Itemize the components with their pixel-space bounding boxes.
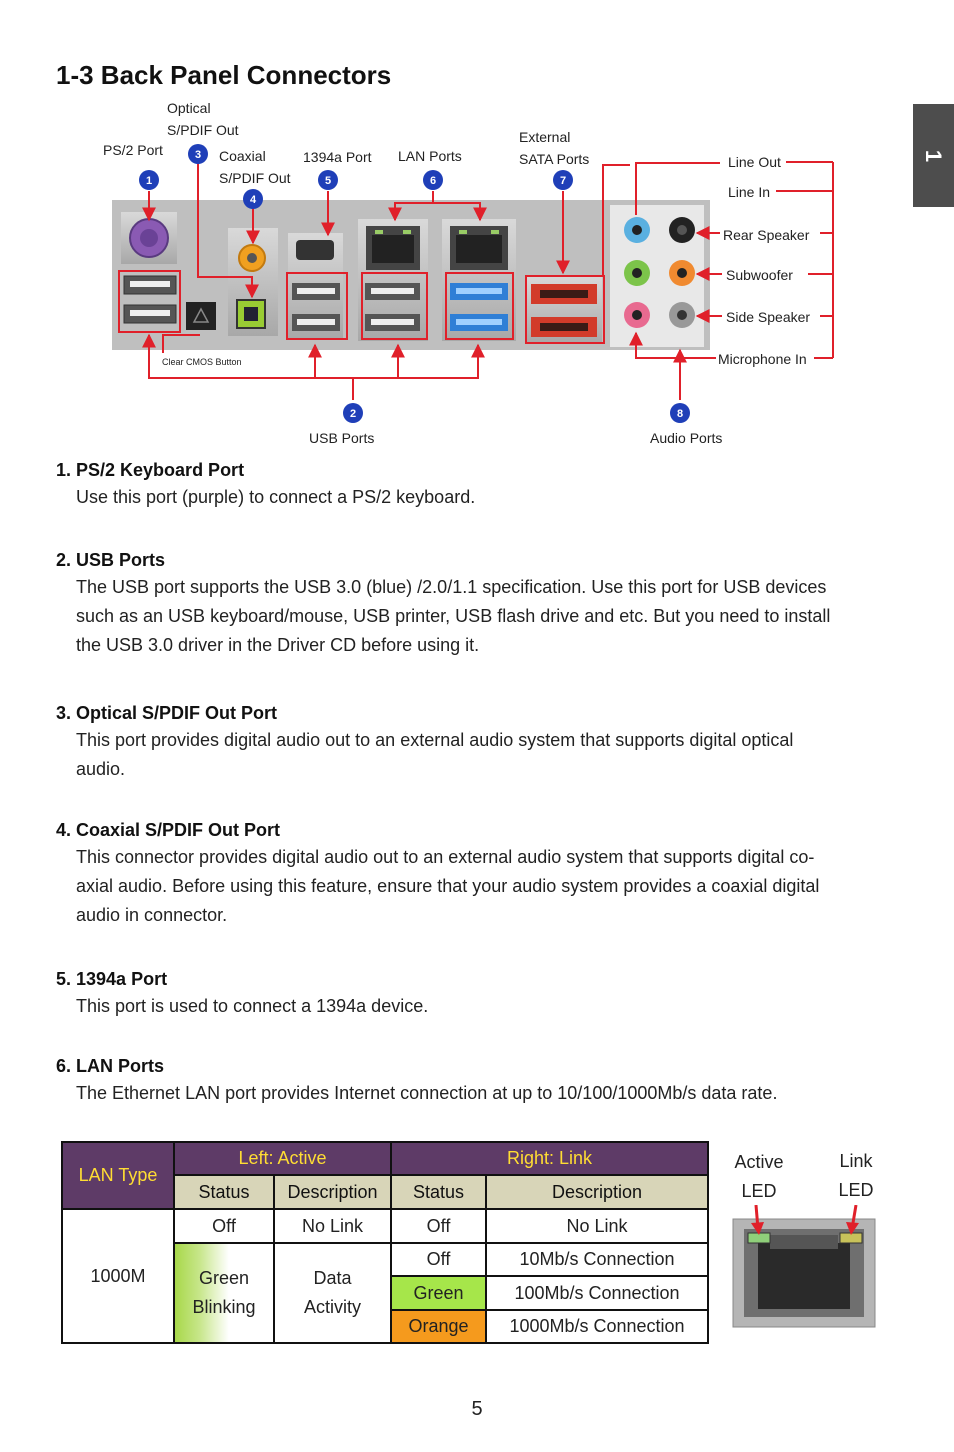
badge-4: [243, 189, 263, 209]
section-1394: 5. 1394a Port This port is used to conne…: [56, 966, 906, 1021]
badge-6: [423, 170, 443, 190]
cell-lan-type: 1000M: [61, 1208, 175, 1344]
label-line-in: Line In: [728, 184, 771, 200]
label-ps2: PS/2 Port: [103, 142, 163, 158]
section-heading: 4. Coaxial S/PDIF Out Port: [56, 820, 281, 840]
section-text: audio in connector.: [76, 905, 228, 925]
section-coaxial: 4. Coaxial S/PDIF Out Port This connecto…: [56, 817, 906, 930]
section-text: such as an USB keyboard/mouse, USB print…: [76, 606, 831, 626]
label-usb: USB Ports: [309, 430, 375, 446]
section-text: axial audio. Before using this feature, …: [76, 876, 820, 896]
badge-5: [318, 170, 338, 190]
svg-text:5: 5: [325, 175, 331, 187]
section-ps2: 1. PS/2 Keyboard Port Use this port (pur…: [56, 457, 906, 512]
svg-text:1: 1: [146, 175, 152, 187]
firewire-port: [296, 240, 334, 260]
cell-description: No Link: [273, 1208, 392, 1244]
header-description: Description: [484, 1174, 710, 1210]
svg-text:4: 4: [250, 194, 257, 206]
cell-description: 10Mb/s Connection: [484, 1242, 710, 1277]
lan-port-illustration: [732, 1205, 876, 1328]
label-audio: Audio Ports: [650, 430, 723, 446]
badge-1: [139, 170, 159, 190]
section-text: The Ethernet LAN port provides Internet …: [76, 1083, 778, 1103]
header-description: Description: [273, 1174, 392, 1210]
page-title: 1-3 Back Panel Connectors: [56, 60, 392, 90]
back-panel-diagram: 1 3 4 5 6 7 2 8: [112, 144, 834, 423]
section-text: Use this port (purple) to connect a PS/2…: [76, 487, 476, 507]
section-usb: 2. USB Ports The USB port supports the U…: [56, 547, 906, 660]
lan-led-table: LAN Type Left: Active Right: Link Status…: [61, 1141, 710, 1344]
section-text: The USB port supports the USB 3.0 (blue)…: [76, 577, 827, 597]
label-1394: 1394a Port: [303, 149, 372, 165]
section-text: This port is used to connect a 1394a dev…: [76, 996, 429, 1016]
label-microphone-in: Microphone In: [718, 351, 807, 367]
label-line-out: Line Out: [728, 154, 781, 170]
cell-status: Off: [390, 1208, 487, 1244]
label-rear-speaker: Rear Speaker: [723, 227, 810, 243]
section-heading: 2. USB Ports: [56, 550, 166, 570]
label-side-speaker: Side Speaker: [726, 309, 811, 325]
label-subwoofer: Subwoofer: [726, 267, 793, 283]
svg-text:2: 2: [350, 408, 356, 420]
chapter-tab: 1: [913, 104, 954, 207]
label-clear-cmos: Clear CMOS Button: [162, 357, 242, 367]
svg-text:3: 3: [195, 149, 201, 161]
svg-text:8: 8: [677, 408, 683, 420]
header-left-active: Left: Active: [173, 1141, 392, 1176]
cell-description: No Link: [484, 1208, 710, 1244]
cell-description: 100Mb/s Connection: [484, 1275, 710, 1311]
section-heading: 1. PS/2 Keyboard Port: [56, 460, 245, 480]
section-text: audio.: [76, 759, 126, 779]
header-right-link: Right: Link: [389, 1141, 710, 1176]
cell-status: Orange: [390, 1309, 487, 1344]
header-status: Status: [173, 1174, 275, 1210]
section-text: This port provides digital audio out to …: [76, 730, 794, 750]
svg-text:6: 6: [430, 175, 436, 187]
cell-status: Off: [390, 1242, 487, 1277]
label-lan: LAN Ports: [398, 148, 462, 164]
badge-7: [553, 170, 573, 190]
badge-2: [343, 403, 363, 423]
badge-8: [670, 403, 690, 423]
section-heading: 3. Optical S/PDIF Out Port: [56, 703, 278, 723]
page-number: 5: [471, 1398, 483, 1420]
cell-description: 1000Mb/s Connection: [484, 1309, 710, 1344]
badge-3: [188, 144, 208, 164]
header-lan-type: LAN Type: [61, 1141, 175, 1210]
section-text: This connector provides digital audio ou…: [76, 847, 815, 867]
svg-text:7: 7: [560, 175, 566, 187]
clear-cmos-button: [186, 302, 216, 330]
section-lan: 6. LAN Ports The Ethernet LAN port provi…: [56, 1053, 906, 1108]
section-heading: 5. 1394a Port: [56, 969, 168, 989]
section-text: the USB 3.0 driver in the Driver CD befo…: [76, 635, 480, 655]
header-status: Status: [390, 1174, 487, 1210]
cell-status: Green: [390, 1275, 487, 1311]
section-optical: 3. Optical S/PDIF Out Port This port pro…: [56, 700, 906, 784]
section-heading: 6. LAN Ports: [56, 1056, 165, 1076]
cell-status: Off: [173, 1208, 275, 1244]
